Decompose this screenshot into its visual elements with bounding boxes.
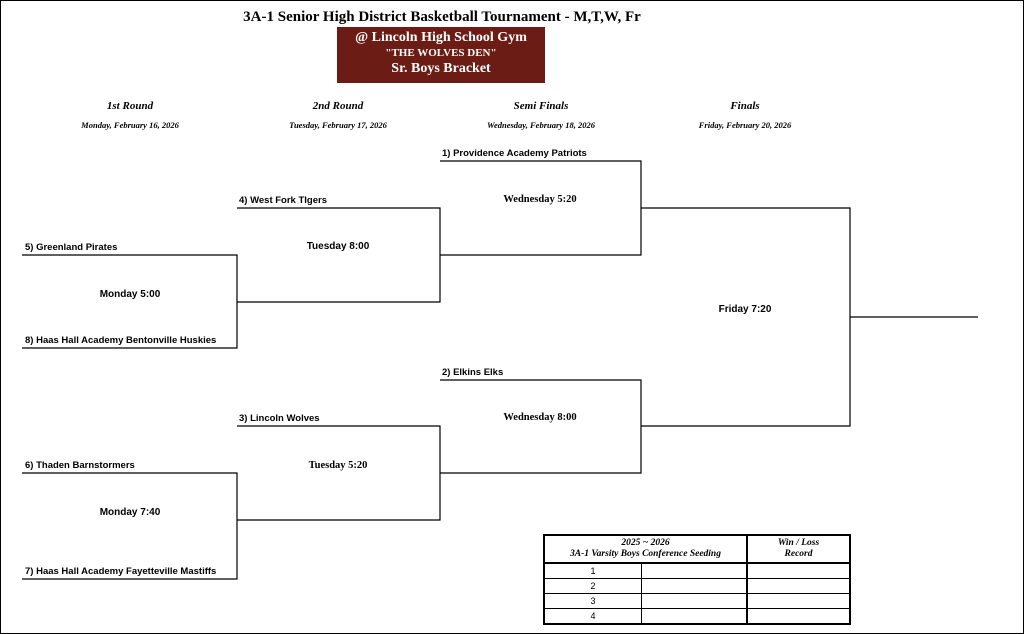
seeding-season: 2025 ~ 2026	[621, 538, 670, 548]
game-time-wednesday-800: Wednesday 8:00	[503, 412, 577, 423]
seed-record-cell[interactable]	[746, 578, 851, 594]
seed-record-cell[interactable]	[746, 608, 851, 625]
seed-team-cell[interactable]	[641, 578, 748, 594]
seeding-table: 2025 ~ 2026 3A-1 Varsity Boys Conference…	[543, 534, 851, 625]
team-slot-elkins: 2) Elkins Elks	[442, 367, 504, 378]
record-header: Win / Loss Record	[746, 534, 851, 564]
game-time-monday-740: Monday 7:40	[99, 507, 161, 518]
seeding-title: 3A-1 Varsity Boys Conference Seeding	[570, 549, 721, 559]
game-time-friday-720: Friday 7:20	[718, 304, 772, 315]
team-slot-thaden: 6) Thaden Barnstormers	[25, 460, 135, 471]
round-date: Friday, February 20, 2026	[698, 120, 792, 130]
team-slot-haas-bentonville: 8) Haas Hall Academy Bentonville Huskies	[25, 335, 217, 346]
seed-team-cell[interactable]	[641, 593, 748, 609]
seed-number: 3	[543, 593, 642, 609]
seed-number: 4	[543, 608, 642, 625]
team-slot-haas-fayetteville: 7) Haas Hall Academy Fayetteville Mastif…	[25, 566, 217, 577]
round-header-3: Semi Finals Wednesday, February 18, 2026	[441, 100, 641, 130]
banner-bracket: Sr. Boys Bracket	[391, 61, 491, 76]
round-name: Semi Finals	[513, 100, 569, 112]
round-name: Finals	[730, 100, 760, 112]
seeding-row: 3	[543, 593, 851, 609]
round-name: 2nd Round	[312, 100, 364, 112]
seeding-table-header: 2025 ~ 2026 3A-1 Varsity Boys Conference…	[543, 534, 851, 564]
seeding-header: 2025 ~ 2026 3A-1 Varsity Boys Conference…	[543, 534, 748, 564]
round-date: Wednesday, February 18, 2026	[487, 120, 595, 130]
page-title: 3A-1 Senior High District Basketball Tou…	[243, 9, 641, 25]
round-date: Monday, February 16, 2026	[81, 120, 179, 130]
seed-record-cell[interactable]	[746, 562, 851, 579]
seed-record-cell[interactable]	[746, 593, 851, 609]
seeding-row: 2	[543, 578, 851, 594]
round-header-4: Finals Friday, February 20, 2026	[645, 100, 845, 130]
seed-number: 2	[543, 578, 642, 594]
seed-number: 1	[543, 562, 642, 579]
seed-team-cell[interactable]	[641, 608, 748, 625]
record-header-line2: Record	[784, 549, 813, 559]
team-slot-west-fork: 4) West Fork TIgers	[239, 195, 327, 206]
seed-team-cell[interactable]	[641, 562, 748, 579]
banner-venue: @ Lincoln High School Gym	[355, 30, 527, 45]
game-time-tuesday-520: Tuesday 5:20	[308, 460, 368, 471]
game-time-monday-500: Monday 5:00	[99, 289, 161, 300]
seeding-row: 4	[543, 608, 851, 625]
game-time-wednesday-520: Wednesday 5:20	[503, 194, 577, 205]
banner-nickname: "THE WOLVES DEN"	[385, 47, 497, 59]
game-time-tuesday-800: Tuesday 8:00	[306, 241, 370, 252]
seeding-row: 1	[543, 562, 851, 579]
team-slot-lincoln: 3) Lincoln Wolves	[239, 413, 320, 424]
team-slot-providence: 1) Providence Academy Patriots	[442, 148, 587, 159]
round-header-2: 2nd Round Tuesday, February 17, 2026	[238, 100, 438, 130]
location-banner: @ Lincoln High School Gym "THE WOLVES DE…	[337, 27, 545, 83]
record-header-line1: Win / Loss	[777, 538, 820, 548]
round-name: 1st Round	[106, 100, 154, 112]
round-header-1: 1st Round Monday, February 16, 2026	[30, 100, 230, 130]
team-slot-greenland: 5) Greenland Pirates	[25, 242, 118, 253]
round-date: Tuesday, February 17, 2026	[289, 120, 387, 130]
